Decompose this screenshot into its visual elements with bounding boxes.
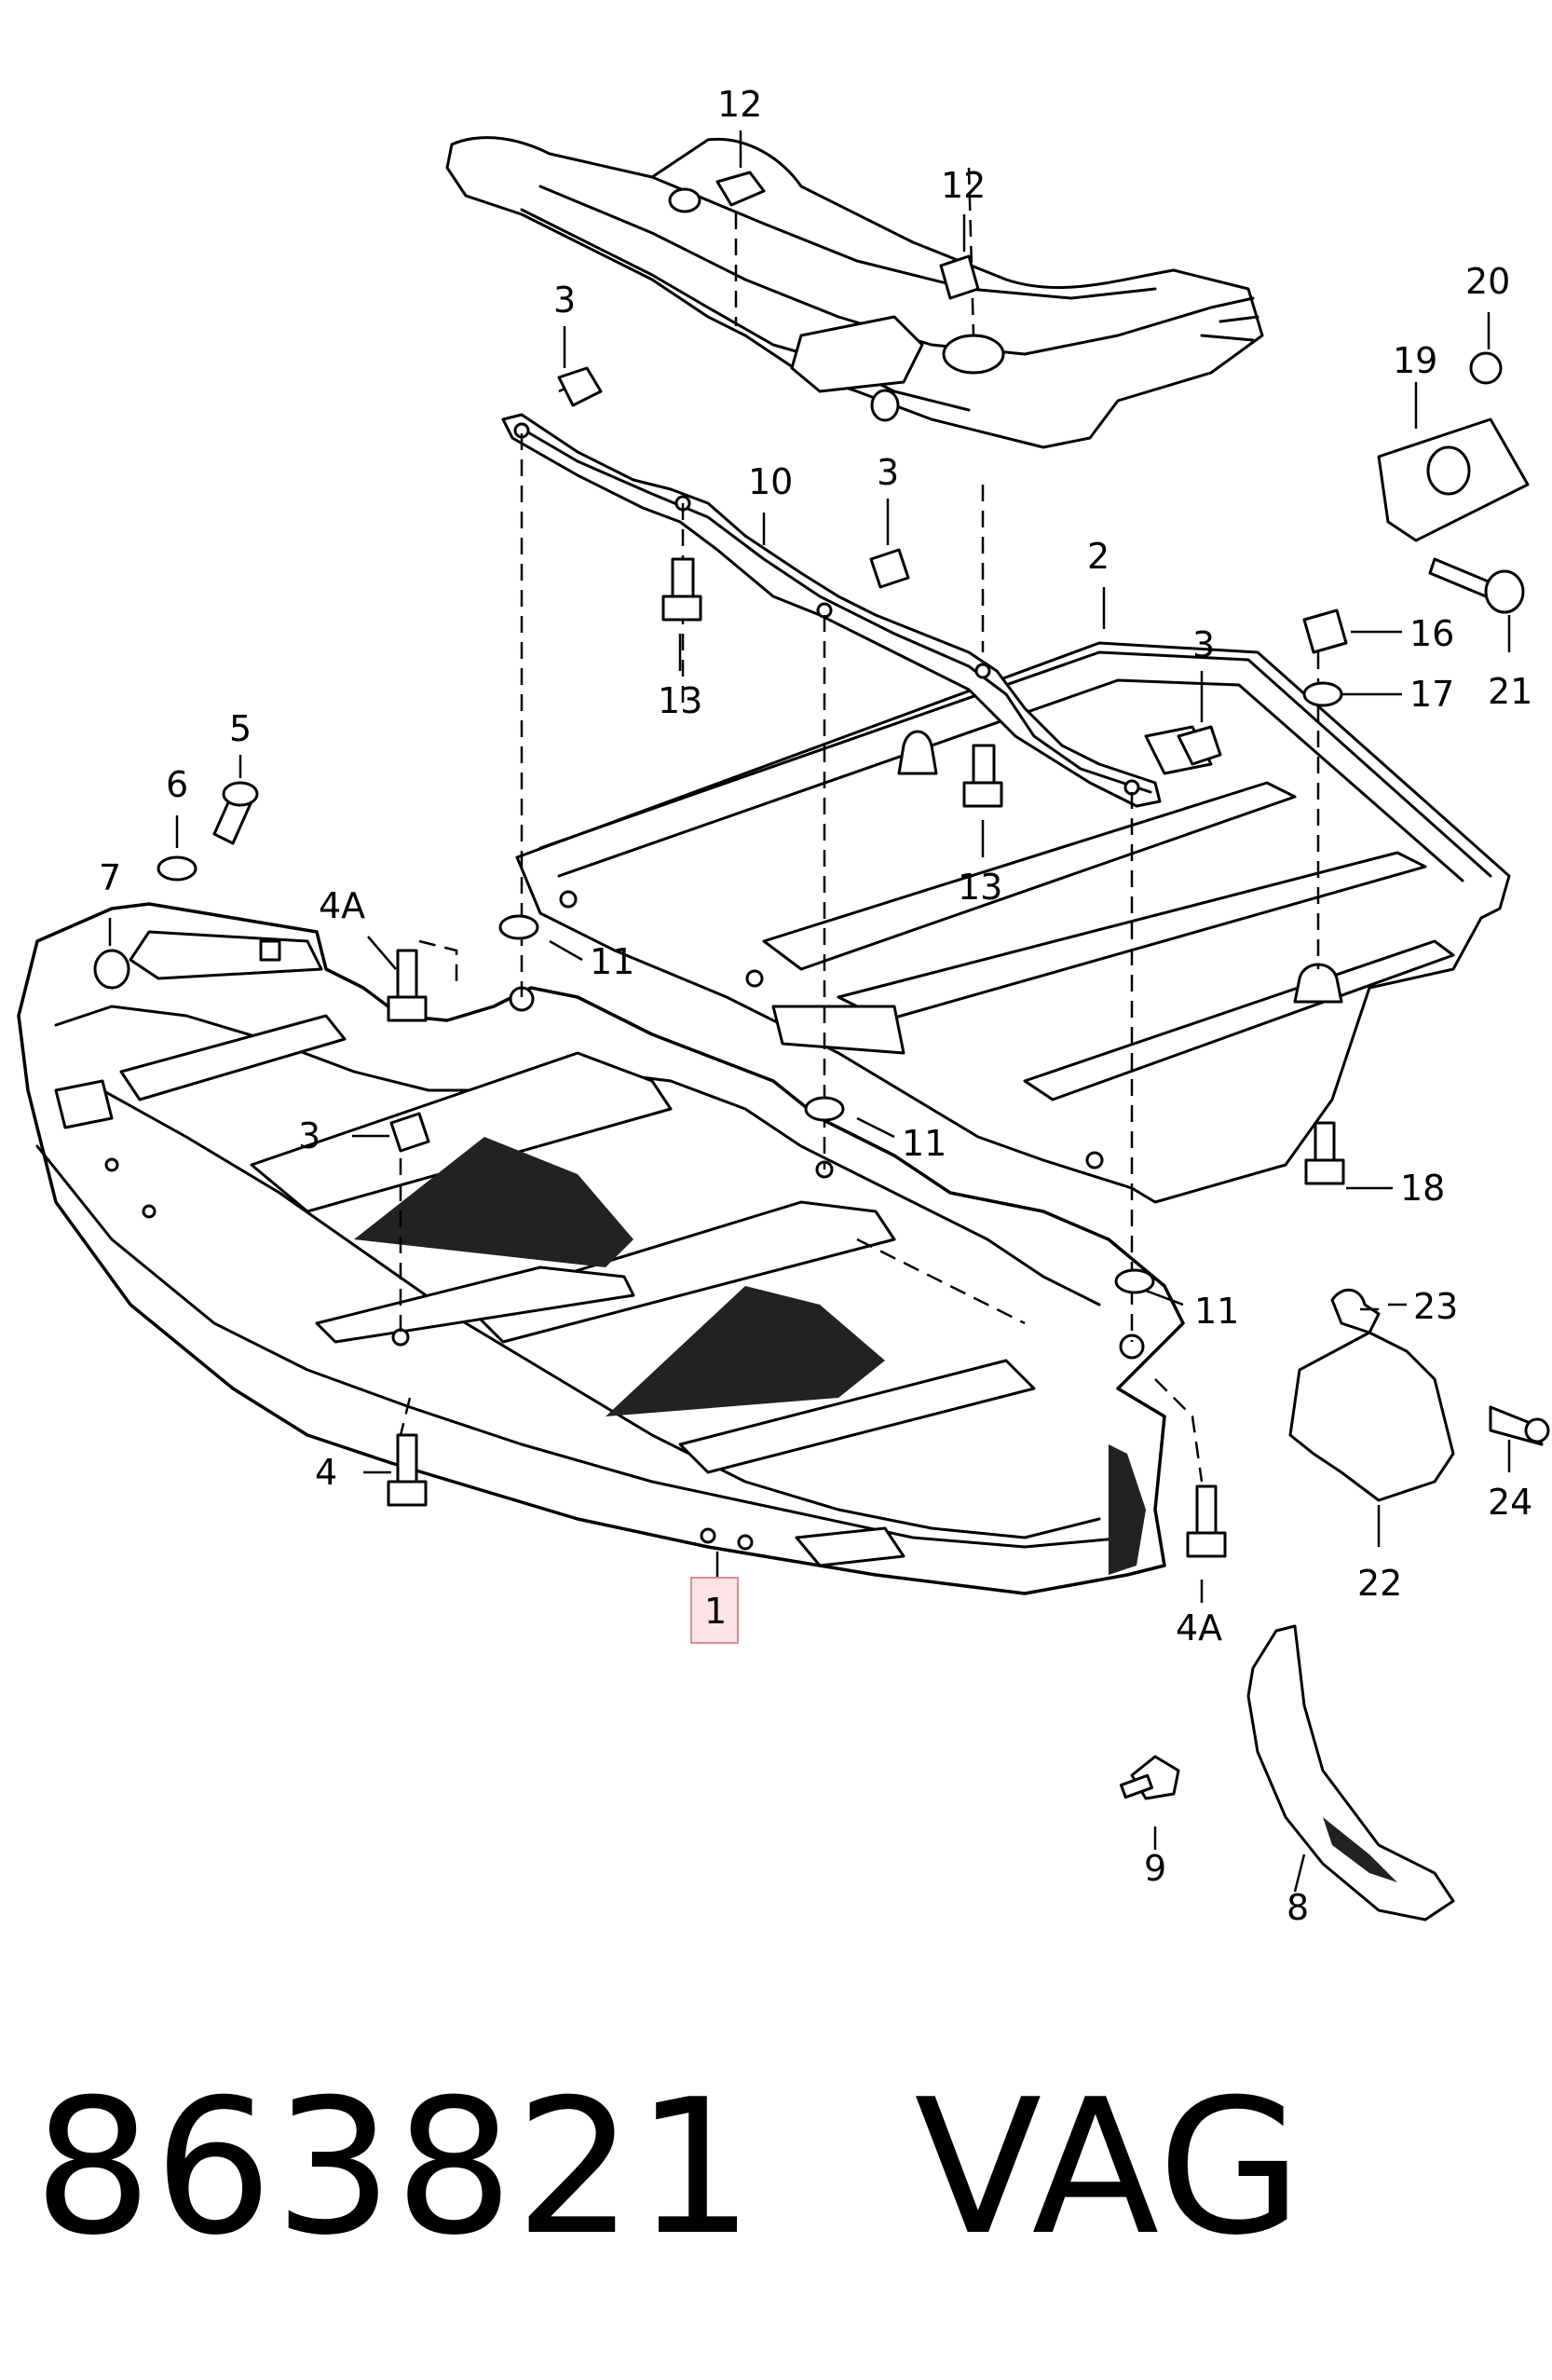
label-19: 19 — [1393, 340, 1437, 381]
bolt-18 — [1304, 1121, 1345, 1185]
subframe-crossmember — [445, 136, 1264, 449]
label-6: 6 — [166, 764, 188, 805]
label-1: 1 — [704, 1591, 727, 1632]
label-9: 9 — [1144, 1848, 1166, 1889]
label-12a: 12 — [717, 84, 762, 125]
label-3d: 3 — [298, 1115, 320, 1156]
label-4a-right: 4A — [1176, 1607, 1222, 1648]
label-12b: 12 — [941, 165, 986, 206]
label-3a: 3 — [553, 280, 576, 321]
bolt-4a-left — [387, 949, 428, 1022]
label-18: 18 — [1400, 1168, 1445, 1209]
bolt-4a-right — [1186, 1484, 1227, 1558]
label-22: 22 — [1357, 1563, 1402, 1604]
brand-name: VAG — [914, 2059, 1304, 2277]
label-17: 17 — [1409, 674, 1454, 715]
bracket-10 — [501, 413, 1162, 808]
label-4: 4 — [315, 1452, 337, 1493]
under-engine-shield-1 — [17, 902, 1185, 1595]
label-13a: 13 — [658, 680, 702, 721]
label-16: 16 — [1409, 613, 1454, 654]
label-11c: 11 — [1194, 1291, 1239, 1332]
label-21: 21 — [1488, 671, 1532, 712]
hardware-parts — [93, 171, 1550, 1922]
label-13b: 13 — [958, 867, 1002, 908]
callout-labels: 1 2 3 3 3 3 4 4A 4A 5 6 7 8 9 10 11 11 1… — [99, 84, 1532, 1928]
leader-lines — [108, 130, 1511, 1893]
label-8: 8 — [1287, 1887, 1309, 1928]
label-20: 20 — [1465, 261, 1510, 302]
part-number: 863821 — [34, 2059, 756, 2277]
bolt-4 — [387, 1433, 428, 1507]
label-3c: 3 — [1192, 624, 1215, 665]
label-23: 23 — [1413, 1286, 1458, 1327]
bolt-13a — [661, 557, 702, 622]
part-1-highlight — [690, 1577, 739, 1644]
label-11b: 11 — [902, 1123, 946, 1164]
label-3b: 3 — [877, 452, 899, 493]
label-2: 2 — [1087, 536, 1110, 577]
label-7: 7 — [99, 857, 121, 898]
label-10: 10 — [748, 461, 793, 502]
label-5: 5 — [229, 708, 252, 749]
footer-caption: 863821 VAG — [34, 2059, 1304, 2277]
label-4a-left: 4A — [319, 885, 365, 926]
bolt-13b — [962, 744, 1003, 808]
label-11a: 11 — [590, 941, 634, 982]
label-24: 24 — [1488, 1482, 1532, 1523]
